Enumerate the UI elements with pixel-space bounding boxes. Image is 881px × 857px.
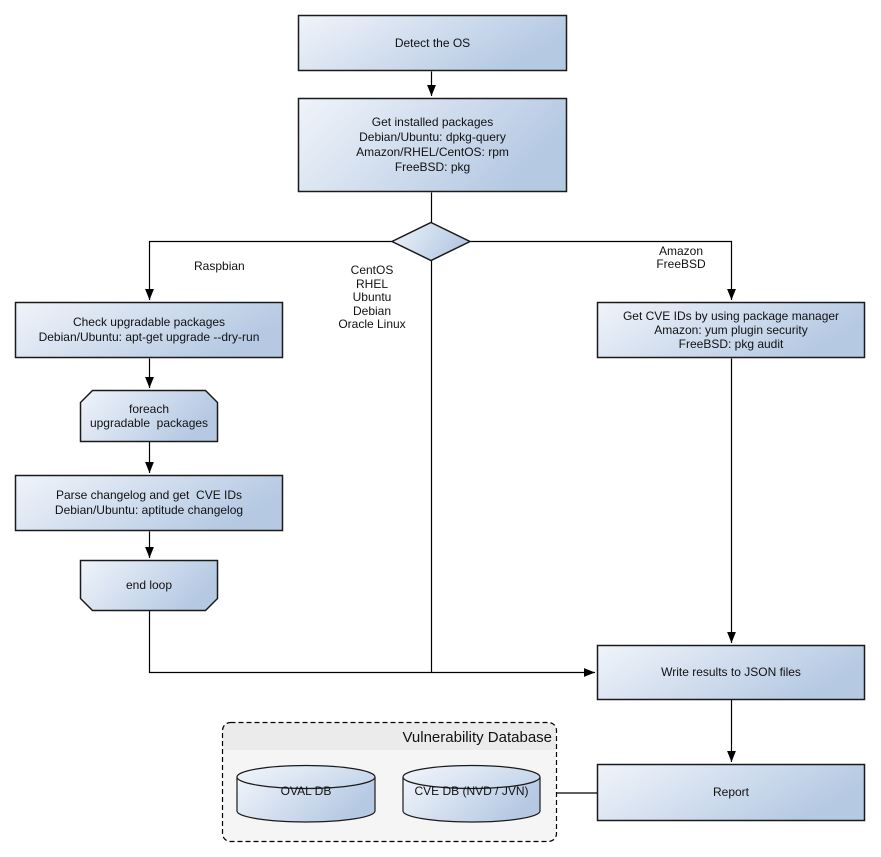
edge-endloop-to-write: [148, 610, 595, 677]
detect-os-label: Detect the OS: [394, 35, 471, 50]
oval-db-label: OVAL DB: [280, 784, 332, 798]
branch-label-raspbian: Raspbian: [194, 259, 245, 274]
parse-changelog-label: Parse changelog and get CVE IDs Debian/U…: [54, 488, 244, 517]
oval-db-cylinder: [236, 777, 376, 823]
get-cve-ids-label: Get CVE IDs by using package manager Ama…: [622, 309, 840, 351]
nodes: [14, 14, 866, 822]
end-loop-label: end loop: [125, 577, 173, 592]
node-end-loop: [79, 559, 219, 612]
node-write-results: [596, 644, 866, 701]
get-installed-packages-label: Get installed packages Debian/Ubuntu: dp…: [356, 115, 509, 174]
node-detect-os: [297, 14, 568, 72]
database-container-border: [221, 721, 558, 843]
node-parse-changelog: [14, 474, 284, 532]
vulnerability-database-container: [221, 721, 558, 843]
check-upgradable-label: Check upgradable packages Debian/Ubuntu:…: [38, 315, 260, 344]
report-label: Report: [712, 785, 750, 799]
cve-db-cylinder-top: [402, 764, 541, 790]
cve-db-cylinder: [402, 777, 541, 823]
oval-db-cylinder-top: [236, 764, 376, 790]
write-results-label: Write results to JSON files: [661, 665, 801, 679]
node-get-cve-ids: [596, 301, 866, 359]
node-os-decision-diamond: [390, 221, 472, 262]
vulnerability-database-title: Vulnerability Database: [402, 729, 552, 746]
branch-label-centos-rhel-ubuntu-debian-oracle: CentOS RHEL Ubuntu Debian Oracle Linux: [338, 263, 406, 332]
connectors: [145, 71, 736, 794]
foreach-loop-label: foreach upgradable packages: [89, 402, 209, 430]
node-foreach-loop: [79, 389, 219, 443]
node-get-installed-packages: [297, 97, 568, 193]
edge-decision-to-getcve: [470, 240, 736, 300]
node-report: [596, 763, 866, 822]
database-title-band: [222, 722, 557, 750]
node-check-upgradable: [14, 301, 284, 359]
branch-label-amazon-freebsd: Amazon FreeBSD: [656, 243, 706, 271]
cve-db-label: CVE DB (NVD / JVN): [414, 784, 529, 798]
edge-decision-to-check: [145, 240, 392, 300]
